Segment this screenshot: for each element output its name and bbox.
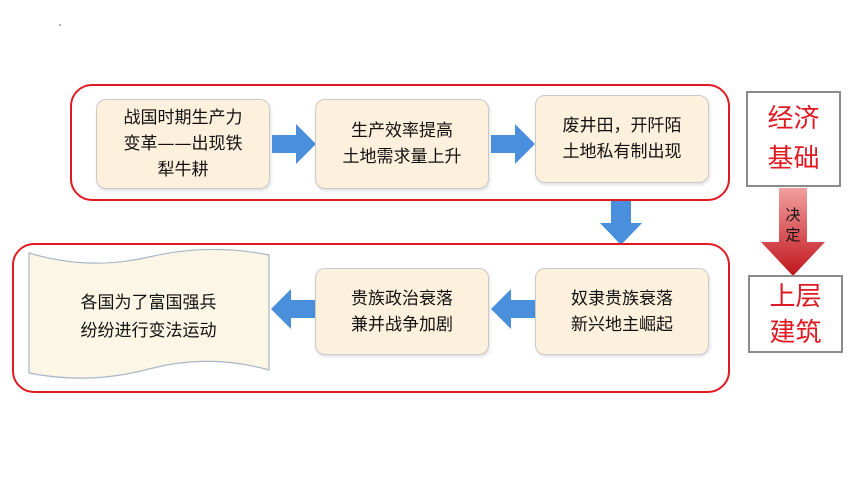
left-arrow-icon: [491, 289, 535, 329]
bottom-box-aristocracy-politics: 贵族政治衰落 兼并战争加剧: [315, 268, 489, 355]
bottom-box-1-line-1: 奴隶贵族衰落: [571, 288, 673, 309]
top-box-3-line-2: 土地私有制出现: [562, 142, 682, 162]
decides-arrow-icon: [761, 188, 825, 276]
decorative-dot: [59, 24, 61, 26]
decides-line-1: 决: [785, 206, 801, 224]
top-box-land-system: 废井田，开阡陌 土地私有制出现: [535, 95, 709, 183]
scroll-banner: 各国为了富国强兵 纷纷进行变法运动: [27, 249, 270, 384]
superstructure-line-1: 上层: [769, 282, 822, 312]
bottom-box-1-line-2: 新兴地主崛起: [571, 314, 673, 335]
superstructure-box: 上层 建筑: [748, 275, 843, 353]
scroll-line-2: 纷纷进行变法运动: [80, 320, 217, 341]
decides-label: 决 定: [781, 205, 805, 245]
top-box-2-line-1: 生产效率提高: [351, 121, 453, 141]
economic-base-line-1: 经济: [767, 104, 820, 134]
top-box-1-line-1: 战国时期生产力: [123, 108, 243, 128]
bottom-box-2-line-1: 贵族政治衰落: [351, 288, 453, 309]
down-arrow-icon: [600, 201, 642, 245]
superstructure-line-2: 建筑: [769, 318, 822, 348]
top-box-1-line-2: 变革——出现铁: [123, 134, 243, 154]
top-box-2-line-2: 土地需求量上升: [342, 147, 462, 167]
decides-line-2: 定: [785, 226, 801, 244]
top-box-productivity-change: 战国时期生产力 变革——出现铁 犁牛耕: [96, 99, 270, 189]
right-arrow-icon: [491, 124, 535, 164]
bottom-box-landlord-rise: 奴隶贵族衰落 新兴地主崛起: [535, 268, 709, 355]
left-arrow-icon: [271, 289, 315, 329]
right-arrow-icon: [272, 124, 316, 164]
top-box-3-line-1: 废井田，开阡陌: [562, 116, 682, 136]
bottom-box-2-line-2: 兼并战争加剧: [351, 314, 453, 335]
economic-base-line-2: 基础: [767, 144, 820, 174]
top-box-efficiency: 生产效率提高 土地需求量上升: [315, 99, 489, 189]
economic-base-box: 经济 基础: [746, 91, 841, 187]
scroll-line-1: 各国为了富国强兵: [80, 292, 217, 313]
top-box-1-line-3: 犁牛耕: [157, 160, 209, 180]
